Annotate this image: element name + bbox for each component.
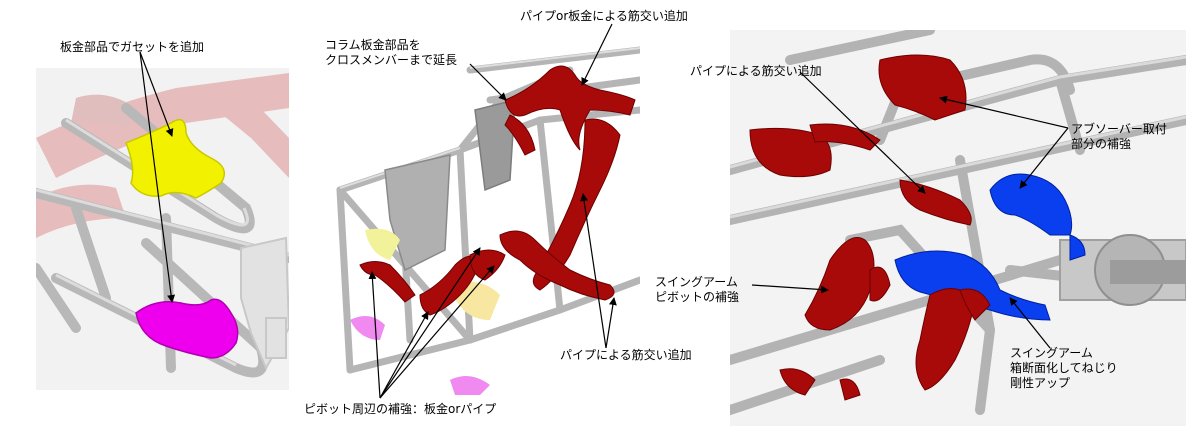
label-swingarm-box: スイングアーム 箱断面化してねじり 剛性アップ — [1010, 346, 1118, 391]
faint-magenta-part — [350, 316, 385, 340]
label-swingarm-box-line2: 箱断面化してねじり — [1010, 361, 1118, 375]
label-swingarm-pivot-line1: スイングアーム — [655, 275, 738, 289]
frame-center-illustration — [336, 46, 640, 395]
rear-axle-hub — [1059, 234, 1186, 306]
label-column-extension: コラム板金部品を クロスメンバーまで延長 — [325, 38, 457, 68]
label-absorber-line1: アブソーバー取付 — [1071, 122, 1167, 136]
magenta-gusset — [135, 298, 239, 359]
gusset-view-panel — [36, 68, 289, 390]
label-pipe-brace-center: パイプによる筋交い追加 — [560, 348, 692, 362]
label-absorber-line2: 部分の補強 — [1071, 137, 1132, 151]
column-sheet-metal — [474, 99, 516, 192]
label-pipe-brace-right: パイプによる筋交い追加 — [690, 64, 822, 78]
light-bracket — [240, 236, 289, 371]
label-column-line2: クロスメンバーまで延長 — [325, 53, 458, 67]
label-gusset: 板金部品でガセットを追加 — [60, 40, 205, 54]
faint-magenta-part-2 — [450, 376, 490, 395]
label-swingarm-box-line3: 剛性アップ — [1010, 376, 1071, 390]
swingarm-illustration — [730, 30, 1186, 415]
label-pipe-or-sheet-brace: パイプor板金による筋交い追加 — [520, 9, 688, 23]
label-absorber: アブソーバー取付 部分の補強 — [1071, 122, 1167, 152]
label-pivot-reinforcement: ピボット周辺の補強：板金orパイプ — [304, 402, 497, 416]
label-swingarm-pivot: スイングアーム ピボットの補強 — [655, 275, 739, 305]
label-swingarm-box-line1: スイングアーム — [1010, 346, 1093, 360]
gusset-view-illustration — [36, 73, 289, 378]
label-column-line1: コラム板金部品を — [325, 38, 421, 52]
frame-center-view-panel — [330, 40, 640, 395]
label-swingarm-pivot-line2: ピボットの補強 — [655, 290, 740, 304]
